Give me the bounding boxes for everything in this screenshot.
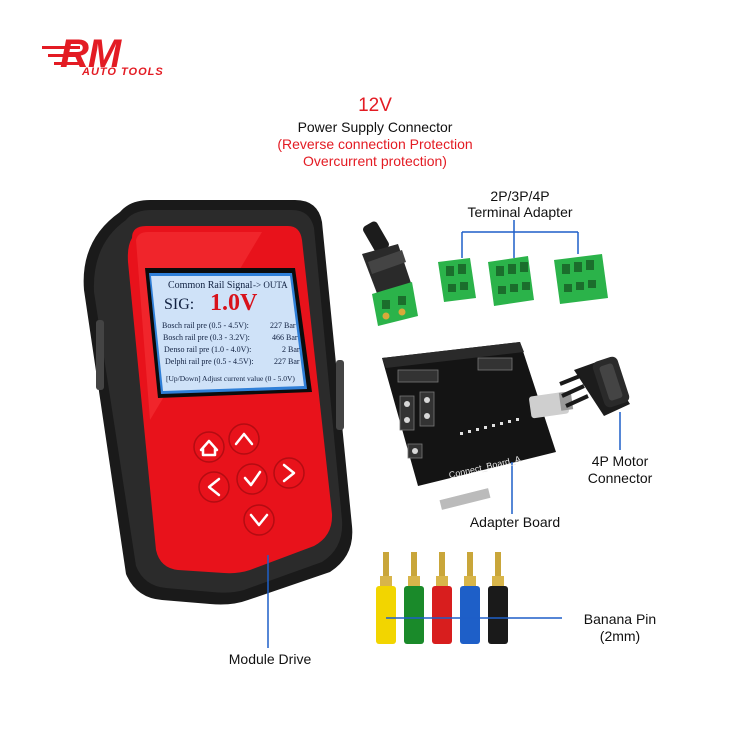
banana-pin-blue (460, 552, 480, 644)
screen-row-3-value: 2 Bar (282, 345, 300, 354)
right-key-icon (282, 463, 296, 483)
screen-row-1-value: 227 Bar (270, 321, 296, 330)
adapter-board (382, 342, 574, 514)
screen-footer: [Up/Down] Adjust current value (0 - 5.0V… (166, 374, 295, 383)
terminal-label-2: Terminal Adapter (467, 204, 573, 220)
down-key-icon (249, 513, 269, 527)
motor-label-2: Connector (587, 470, 653, 486)
motor-label-1: 4P Motor (591, 453, 649, 469)
screen-row-1-name: Bosch rail pre (0.5 - 4.5V): (162, 321, 249, 330)
screen-sig-label: SIG: (164, 296, 195, 313)
banana-pin-green (404, 552, 424, 644)
screen-header-left: Common Rail Signal (168, 280, 253, 291)
screen-sig-value: 1.0V (210, 290, 258, 316)
screen-row-4-name: Delphi rail pre (0.5 - 4.5V): (165, 357, 254, 366)
banana-pin-black (488, 552, 508, 644)
power-voltage: 12V (358, 95, 392, 116)
module-label: Module Drive (228, 651, 312, 667)
brand-speed-lines (42, 44, 82, 68)
up-key-icon (234, 432, 254, 446)
terminal-4p (554, 254, 608, 304)
screen-row-2-name: Bosch rail pre (0.3 - 3.2V): (163, 333, 250, 342)
banana-pin-red (432, 552, 452, 644)
adapter-label: Adapter Board (469, 514, 561, 530)
screen-row-4-value: 227 Bar (274, 357, 300, 366)
motor-connector (559, 356, 630, 450)
terminal-2p (438, 258, 476, 302)
brand-tagline: AUTO TOOLS (82, 66, 164, 78)
terminal-label-1: 2P/3P/4P (490, 188, 550, 204)
power-protection-2: Overcurrent protection) (303, 153, 447, 169)
screen-header-right: -> OUTA (253, 280, 288, 290)
device-screen: Common Rail Signal -> OUTA SIG: 1.0V Bos… (158, 278, 302, 388)
banana-pins (376, 552, 562, 644)
power-connector (362, 221, 418, 326)
power-title: Power Supply Connector (297, 119, 453, 135)
screen-row-3-name: Denso rail pre (1.0 - 4.0V): (164, 345, 252, 354)
banana-label-2: (2mm) (599, 628, 641, 644)
screen-row-2-value: 466 Bar (272, 333, 298, 342)
brand-logo: RM AUTO TOOLS (42, 32, 202, 82)
terminal-3p (488, 256, 534, 306)
home-key-icon (199, 439, 219, 457)
ok-key-icon (243, 470, 262, 487)
keypad (193, 423, 305, 536)
terminal-bracket (461, 220, 579, 258)
power-protection-1: (Reverse connection Protection (277, 136, 473, 152)
module-drive-device (83, 200, 353, 648)
left-key-icon (207, 477, 221, 497)
banana-pin-yellow (376, 552, 396, 644)
banana-label-1: Banana Pin (583, 611, 657, 627)
